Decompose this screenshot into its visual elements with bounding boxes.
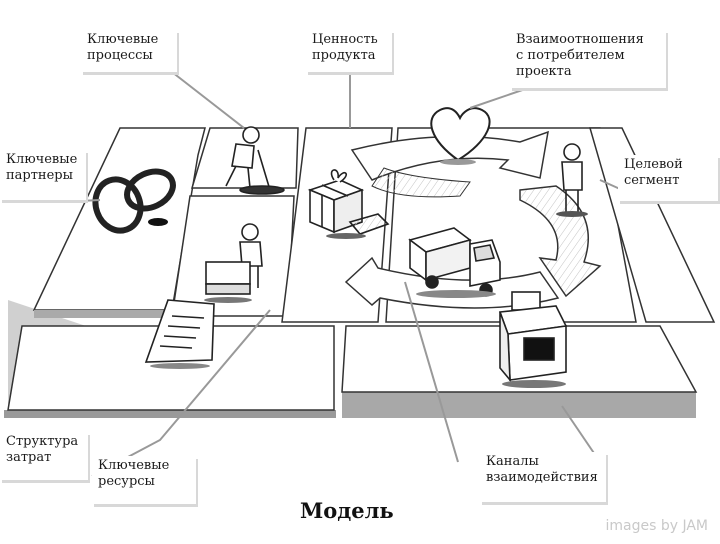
worker-figure-icon xyxy=(225,126,285,195)
document-icon xyxy=(144,299,215,369)
heart-icon xyxy=(430,107,491,165)
customer-figure-icon xyxy=(556,143,588,217)
label-value-proposition: Ценность продукта xyxy=(306,30,392,72)
label-key-processes: Ключевые процессы xyxy=(81,30,177,72)
operator-figure-icon xyxy=(204,223,263,303)
cash-register-icon xyxy=(498,291,568,388)
diagram-title: Модель xyxy=(300,498,394,523)
rings-icon xyxy=(92,168,176,234)
label-cost-structure: Структура затрат xyxy=(0,432,88,480)
label-customer-relationships: Взаимоотношения с потребителем проекта xyxy=(510,30,666,88)
label-channels: Каналы взаимодействия xyxy=(480,452,606,502)
image-credit: images by JAM xyxy=(605,518,708,534)
label-customer-segment: Целевой сегмент xyxy=(618,155,718,201)
truck-icon xyxy=(408,227,501,298)
gift-box-icon xyxy=(307,169,390,239)
label-key-resources: Ключевые ресурсы xyxy=(92,456,196,504)
label-key-partners: Ключевые партнеры xyxy=(0,150,86,200)
